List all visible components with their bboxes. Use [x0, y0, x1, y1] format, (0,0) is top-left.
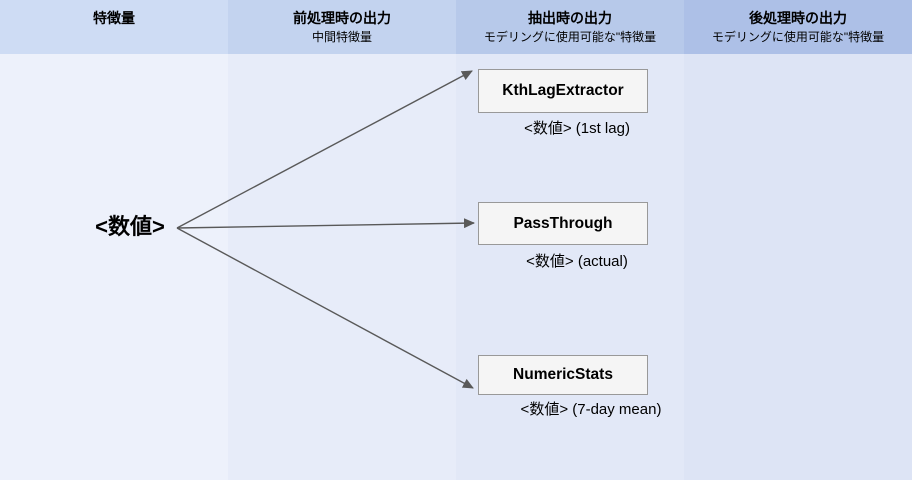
lane-subtitle: モデリングに使用可能な"特徴量 — [483, 30, 657, 44]
lane-title: 抽出時の出力 — [528, 10, 612, 26]
extractor-name: PassThrough — [513, 214, 613, 232]
extractor-box-kthlagextractor: KthLagExtractor — [478, 69, 648, 113]
lane-header-features: 特徴量 — [0, 0, 228, 54]
output-label-actual: <数値> (actual) — [526, 253, 628, 270]
extractor-box-numericstats: NumericStats — [478, 355, 648, 395]
extractor-box-passthrough: PassThrough — [478, 202, 648, 245]
extractor-name: NumericStats — [513, 366, 613, 383]
lane-preprocess-output: 前処理時の出力 中間特徴量 — [228, 0, 456, 480]
lane-title: 後処理時の出力 — [749, 10, 847, 26]
lane-header-postprocess-output: 後処理時の出力 モデリングに使用可能な"特徴量 — [684, 0, 912, 54]
lane-subtitle: モデリングに使用可能な"特徴量 — [711, 30, 885, 44]
output-label-7-day-mean: <数値> (7-day mean) — [520, 401, 662, 418]
lane-title: 前処理時の出力 — [293, 10, 391, 26]
lane-title: 特徴量 — [93, 10, 135, 26]
lane-subtitle: 中間特徴量 — [311, 30, 372, 44]
lane-header-preprocess-output: 前処理時の出力 中間特徴量 — [228, 0, 456, 54]
extractor-name: KthLagExtractor — [502, 82, 624, 99]
source-feature-node: <数値> — [95, 214, 165, 239]
lane-header-extract-output: 抽出時の出力 モデリングに使用可能な"特徴量 — [456, 0, 684, 54]
lane-postprocess-output: 後処理時の出力 モデリングに使用可能な"特徴量 — [684, 0, 912, 480]
output-label-1st-lag: <数値> (1st lag) — [524, 120, 630, 137]
